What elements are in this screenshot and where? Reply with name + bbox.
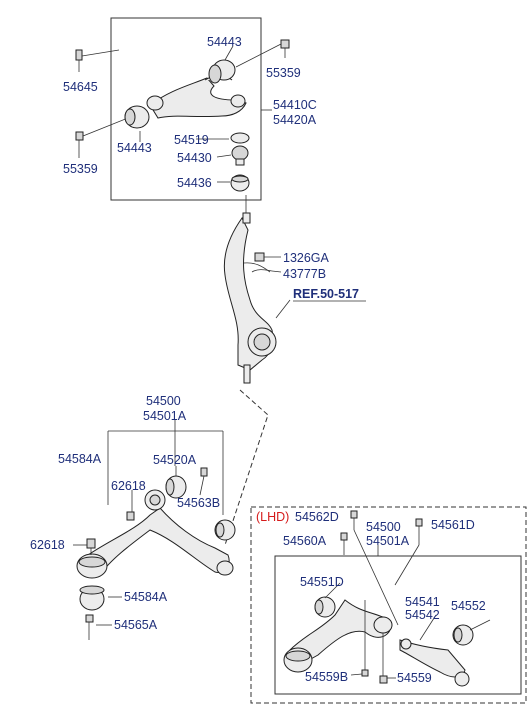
label-54561d: 54561D (431, 518, 475, 532)
label-54559b: 54559B (305, 670, 348, 684)
label-54584a-bottom: 54584A (124, 590, 168, 604)
label-54519: 54519 (174, 133, 209, 147)
nut-62618-b (73, 538, 96, 555)
label-62618-a: 62618 (111, 479, 146, 493)
label-55359-left: 55359 (63, 162, 98, 176)
label-54645: 54645 (63, 80, 98, 94)
upper-arm-group-frame (110, 17, 262, 201)
bushing-54584a-bottom (79, 585, 105, 611)
label-54501a: 54501A (143, 409, 187, 423)
bolt-54560a (340, 532, 348, 555)
steering-knuckle (223, 212, 277, 384)
label-54562d: 54562D (295, 510, 339, 524)
lhd-group-frame (250, 506, 527, 704)
label-54443-top: 54443 (207, 35, 242, 49)
ball-joint-parts (230, 132, 250, 192)
bolt-54645 (75, 49, 120, 72)
label-54436: 54436 (177, 176, 212, 190)
bushing-54520a (165, 475, 187, 499)
label-54443-left: 54443 (117, 141, 152, 155)
label-1326ga: 1326GA (283, 251, 330, 265)
lhd-bracket-54541 (399, 638, 470, 687)
label-54563b: 54563B (177, 496, 220, 510)
label-54501a-lhd: 54501A (366, 534, 410, 548)
label-54420a: 54420A (273, 113, 317, 127)
label-54500: 54500 (146, 394, 181, 408)
nut-1326ga (254, 252, 281, 262)
label-54551d: 54551D (300, 575, 344, 589)
lower-control-arm (76, 489, 234, 579)
bolt-54562d (350, 510, 399, 626)
nut-54559 (379, 675, 388, 684)
bushing-54551d (314, 596, 336, 618)
label-54541: 54541 (405, 595, 440, 609)
label-54430: 54430 (177, 151, 212, 165)
label-ref-50-517: REF.50-517 (293, 287, 359, 301)
label-54559: 54559 (397, 671, 432, 685)
bolt-54565a (85, 614, 94, 640)
label-54542: 54542 (405, 608, 440, 622)
upper-control-arm (124, 59, 247, 129)
bushing-54552 (452, 624, 474, 646)
pin-43777b (251, 269, 282, 273)
bushing-54584a-right (214, 519, 236, 541)
label-54565a: 54565A (114, 618, 158, 632)
label-54520a: 54520A (153, 453, 197, 467)
nut-55359-right (235, 39, 290, 68)
label-43777b: 43777B (283, 267, 326, 281)
label-54500-lhd: 54500 (366, 520, 401, 534)
bolt-54561d (394, 518, 423, 586)
bolt-54563b (199, 467, 208, 496)
label-54552: 54552 (451, 599, 486, 613)
label-54584a-top: 54584A (58, 452, 102, 466)
label-54560a: 54560A (283, 534, 327, 548)
label-lhd: (LHD) (256, 510, 289, 524)
nut-55359-left (75, 117, 129, 158)
lhd-lower-arm (283, 599, 393, 673)
nut-54559b (361, 669, 369, 677)
label-62618-b: 62618 (30, 538, 65, 552)
label-55359-right: 55359 (266, 66, 301, 80)
nut-62618-a (126, 511, 135, 521)
lhd-inner-frame (274, 555, 522, 695)
label-54410c: 54410C (273, 98, 317, 112)
